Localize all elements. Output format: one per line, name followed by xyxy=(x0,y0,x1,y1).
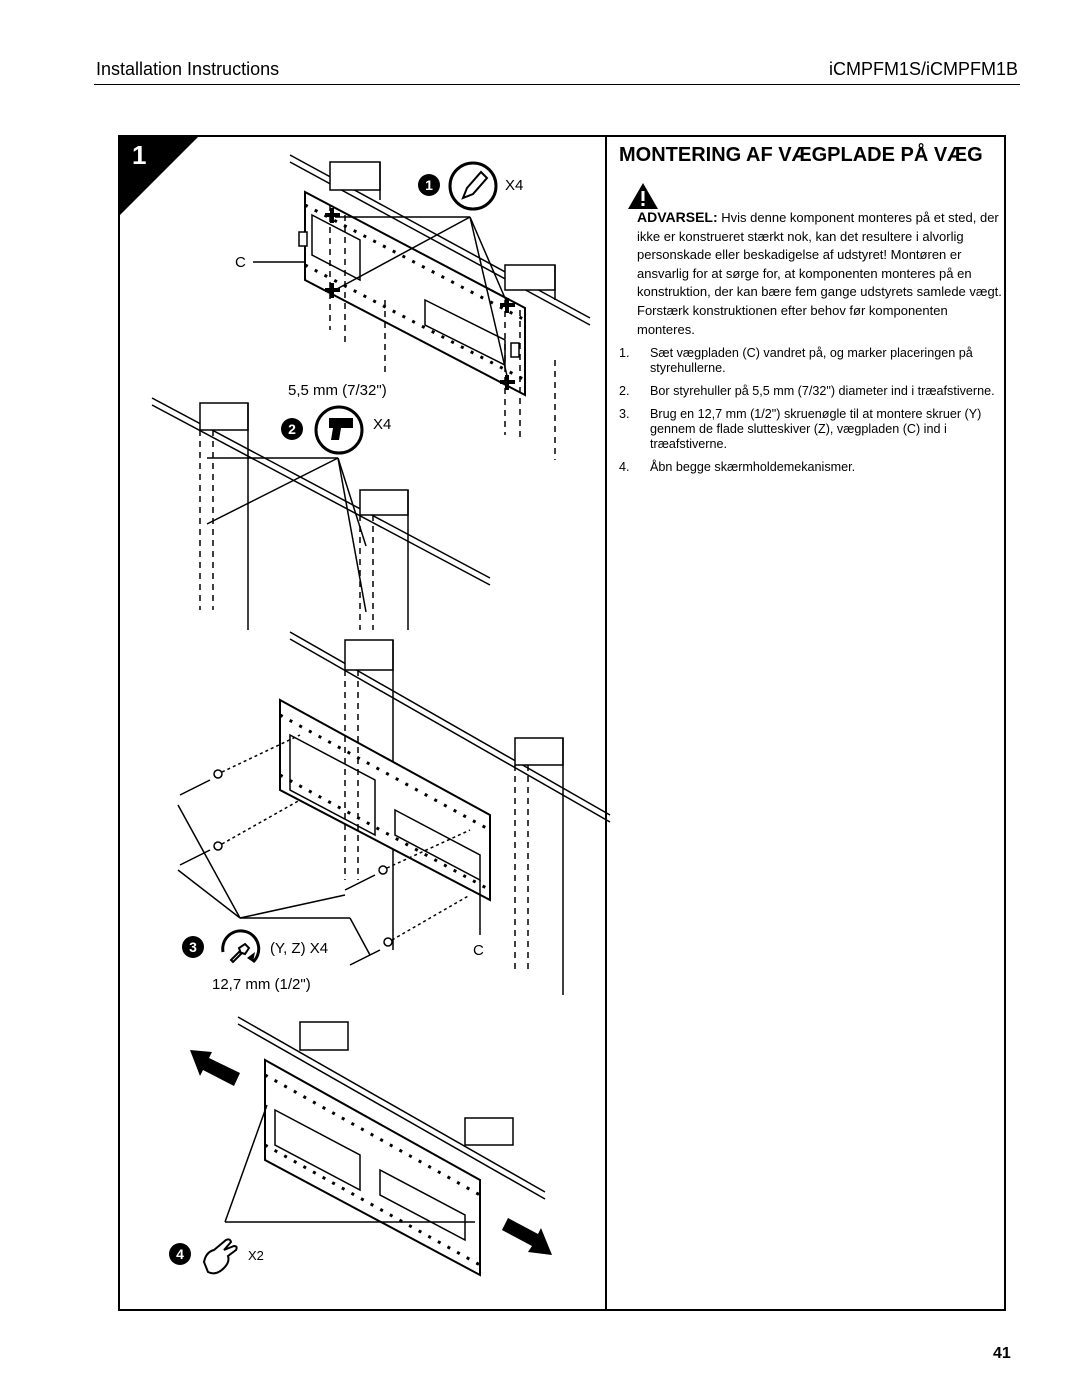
panel-drill-holes xyxy=(151,397,491,630)
part-c-label-bottom: C xyxy=(473,942,484,959)
instruction-item: 2. Bor styrehuller på 5,5 mm (7/32") dia… xyxy=(619,384,999,399)
drill-size: 5,5 mm (7/32") xyxy=(288,382,387,399)
page-number: 41 xyxy=(993,1345,1011,1362)
wrench-size: 12,7 mm (1/2") xyxy=(212,976,311,993)
qty-latches: X2 xyxy=(248,1248,264,1263)
drill-icon xyxy=(314,405,364,455)
qty-mark: X4 xyxy=(505,177,524,194)
instruction-item: 3. Brug en 12,7 mm (1/2") skruenøgle til… xyxy=(619,407,999,452)
panel-open-latches xyxy=(190,1016,552,1277)
panel-mark-holes xyxy=(253,154,591,460)
warning-icon xyxy=(628,183,658,209)
instruction-text: Sæt vægpladen (C) vandret på, og marker … xyxy=(650,346,973,375)
panel-fasten-screws xyxy=(177,631,611,995)
instruction-text: Brug en 12,7 mm (1/2") skruenøgle til at… xyxy=(650,407,982,451)
instruction-number: 3. xyxy=(619,407,630,421)
qty-screws: (Y, Z) X4 xyxy=(270,940,329,957)
step-frame xyxy=(118,135,1006,1311)
step-corner-triangle xyxy=(120,137,198,215)
step-badge-3: 3 xyxy=(182,936,204,958)
step-badge-1: 1 xyxy=(418,174,440,196)
step-number: 1 xyxy=(132,140,147,170)
qty-drill: X4 xyxy=(373,416,392,433)
step-badge-4: 4 xyxy=(169,1243,191,1265)
warning-block: ADVARSEL: Hvis denne komponent monteres … xyxy=(637,208,1002,339)
instruction-item: 4. Åbn begge skærmholdemekanismer. xyxy=(619,460,999,475)
header-title: Installation Instructions xyxy=(96,59,280,79)
wrench-icon xyxy=(221,929,261,964)
instruction-text: Åbn begge skærmholdemekanismer. xyxy=(650,460,856,474)
column-divider xyxy=(605,137,607,1310)
header-rule xyxy=(94,84,1020,85)
step-badge-2: 2 xyxy=(281,418,303,440)
instruction-number: 1. xyxy=(619,346,630,360)
pencil-icon xyxy=(448,161,498,211)
step-title: MONTERING AF VÆGPLADE PÅ VÆG xyxy=(619,144,983,166)
part-c-label-top: C xyxy=(235,254,246,271)
header-model: iCMPFM1S/iCMPFM1B xyxy=(828,59,1018,79)
warning-text: Hvis denne komponent monteres på et sted… xyxy=(637,210,1002,337)
instruction-text: Bor styrehuller på 5,5 mm (7/32") diamet… xyxy=(650,384,995,398)
instruction-list: 1. Sæt vægpladen (C) vandret på, og mark… xyxy=(619,346,999,483)
hand-icon xyxy=(202,1238,238,1275)
instruction-number: 4. xyxy=(619,460,630,474)
instruction-item: 1. Sæt vægpladen (C) vandret på, og mark… xyxy=(619,346,999,376)
warning-label: ADVARSEL: xyxy=(637,209,718,225)
instruction-number: 2. xyxy=(619,384,630,398)
